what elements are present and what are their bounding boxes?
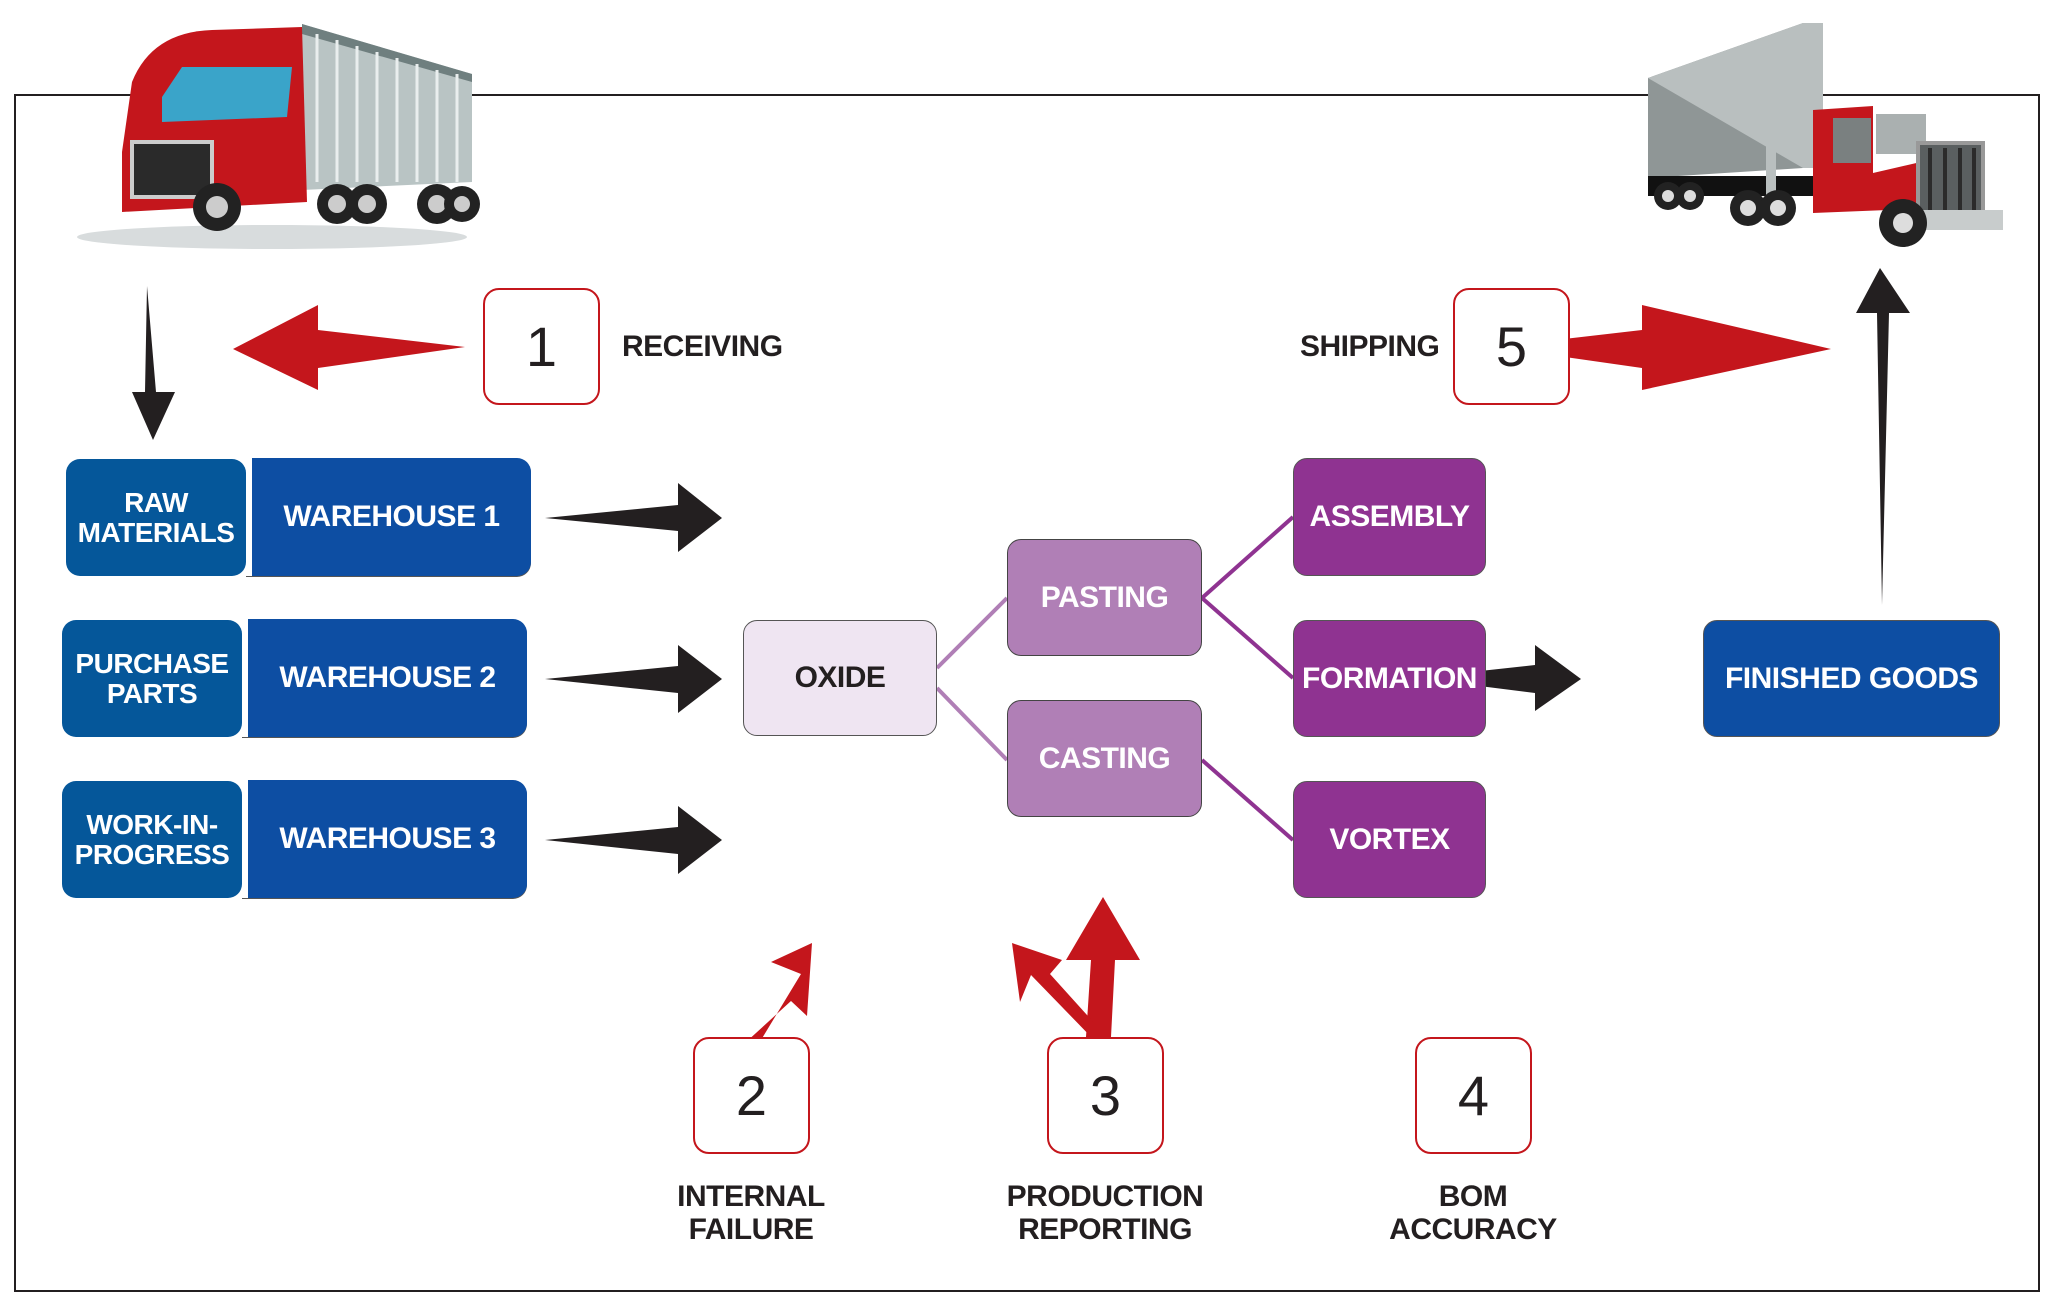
connector-pasting-formation	[1200, 596, 1295, 680]
control-point-badge-1[interactable]: 1	[483, 288, 600, 405]
arrow-formation-to-finished	[1416, 645, 1581, 711]
process-label: ASSEMBLY	[1309, 500, 1470, 534]
arrow-warehouse2	[545, 645, 722, 713]
process-label: OXIDE	[794, 661, 886, 695]
process-pasting[interactable]: PASTING	[1007, 539, 1202, 656]
source-label: WORK-IN-PROGRESS	[74, 809, 230, 870]
outbound-truck-icon	[1648, 23, 2003, 247]
process-casting[interactable]: CASTING	[1007, 700, 1202, 817]
process-label: PASTING	[1040, 580, 1169, 614]
arrow-warehouse3	[545, 806, 722, 874]
process-label: FORMATION	[1302, 661, 1477, 695]
control-point-badge-3[interactable]: 3	[1047, 1037, 1164, 1154]
connector-oxide-casting	[935, 686, 1009, 762]
inbound-truck-icon	[77, 24, 480, 249]
control-point-badge-5[interactable]: 5	[1453, 288, 1570, 405]
badge-number: 1	[525, 315, 558, 378]
connector-oxide-pasting	[935, 596, 1009, 670]
source-work-in-progress[interactable]: WORK-IN-PROGRESS	[62, 781, 242, 898]
warehouse-2[interactable]: WAREHOUSE 2	[242, 619, 527, 737]
arrow-bom-accuracy	[1012, 943, 1096, 1042]
badge-number: 3	[1089, 1064, 1122, 1127]
control-point-label-shipping: SHIPPING	[1300, 330, 1440, 363]
connector-pasting-assembly	[1200, 515, 1295, 600]
arrow-shipping	[1495, 305, 1831, 390]
arrow-receiving	[233, 305, 465, 390]
warehouse-1[interactable]: WAREHOUSE 1	[246, 458, 531, 576]
process-vortex[interactable]: VORTEX	[1293, 781, 1486, 898]
process-label: CASTING	[1038, 741, 1171, 775]
arrow-truck-to-raw-materials	[132, 286, 175, 440]
connector-casting-vortex	[1200, 758, 1295, 842]
process-assembly[interactable]: ASSEMBLY	[1293, 458, 1486, 576]
process-oxide[interactable]: OXIDE	[743, 620, 937, 736]
arrow-production-reporting	[1066, 897, 1140, 1037]
warehouse-label: WAREHOUSE 2	[279, 661, 496, 695]
control-point-badge-2[interactable]: 2	[693, 1037, 810, 1154]
process-label: FINISHED GOODS	[1724, 661, 1979, 695]
process-formation[interactable]: FORMATION	[1293, 620, 1486, 737]
badge-number: 2	[735, 1064, 768, 1127]
control-point-badge-4[interactable]: 4	[1415, 1037, 1532, 1154]
arrow-warehouse1	[545, 483, 722, 552]
warehouse-label: WAREHOUSE 3	[279, 822, 496, 856]
badge-number: 4	[1457, 1064, 1490, 1127]
badge-number: 5	[1495, 315, 1528, 378]
control-point-label-receiving: RECEIVING	[622, 330, 783, 363]
process-label: VORTEX	[1329, 822, 1450, 856]
diagram-frame	[14, 94, 2040, 1292]
arrow-finished-to-truck	[1856, 268, 1910, 605]
warehouse-label: WAREHOUSE 1	[283, 500, 500, 534]
warehouse-3[interactable]: WAREHOUSE 3	[242, 780, 527, 898]
arrow-internal-failure	[744, 943, 812, 1068]
finished-goods[interactable]: FINISHED GOODS	[1703, 620, 2000, 737]
